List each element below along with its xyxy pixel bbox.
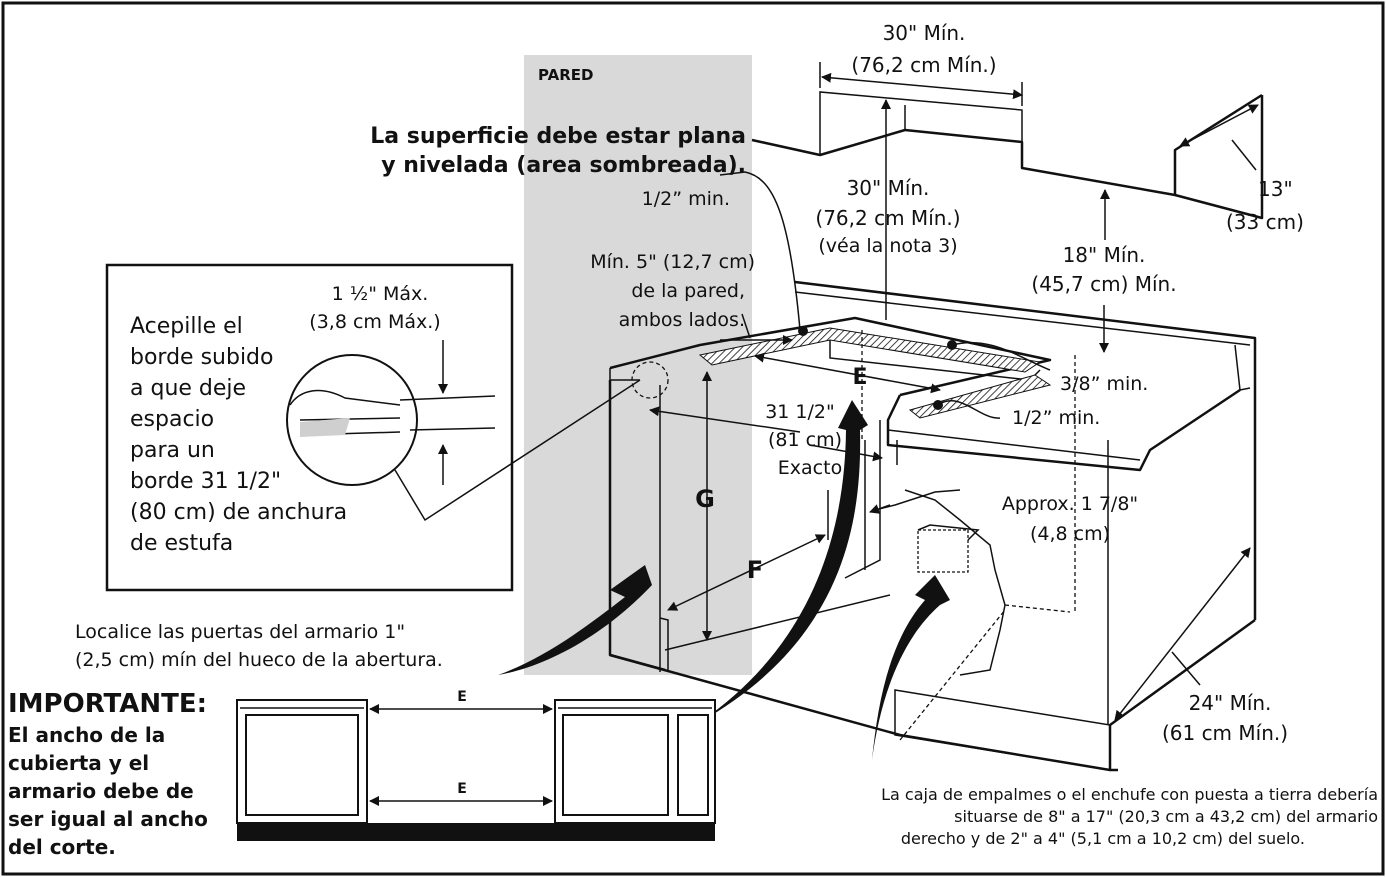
plane-line4: espacio: [130, 407, 214, 432]
depth-24-arrow: [1114, 547, 1251, 721]
surface-note-line2: y nivelada (area sombreada).: [381, 153, 746, 178]
letter-e: E: [852, 365, 867, 390]
clear-line3: (véa la nota 3): [818, 235, 957, 257]
top-width-arrow: [821, 72, 1023, 100]
junction-line3: derecho y de 2" a 4" (5,1 cm a 10,2 cm) …: [901, 829, 1305, 848]
surface-leader: [719, 171, 801, 331]
important-line2: cubierta y el: [8, 751, 149, 775]
letter-f: F: [747, 556, 763, 584]
above-line1: 18" Mín.: [1063, 243, 1146, 267]
exact-line2: (81 cm): [768, 429, 842, 451]
important-line5: del corte.: [8, 835, 116, 859]
dim-e-arrow: [754, 352, 941, 394]
plane-line8: de estufa: [130, 531, 233, 556]
plane-line2: borde subido: [130, 345, 273, 370]
clear-line2: (76,2 cm Mín.): [815, 206, 960, 230]
wall-side-line3: ambos lados.: [619, 309, 745, 331]
half-min-right: 1/2” min.: [1012, 407, 1100, 429]
junction-line2: situarse de 8" a 17" (20,3 cm a 43,2 cm)…: [954, 807, 1378, 826]
approx-line1: Approx. 1 7/8": [1002, 493, 1138, 515]
depth-24-line2: (61 cm Mín.): [1162, 721, 1288, 745]
depth-13-arrow: [1179, 104, 1259, 147]
depth-24-line1: 24" Mín.: [1189, 691, 1272, 715]
important-line1: El ancho de la: [8, 723, 165, 747]
wall-side-line2: de la pared,: [631, 280, 745, 302]
plane-line1: Acepille el: [130, 314, 243, 339]
top-width-line2: (76,2 cm Mín.): [851, 53, 996, 77]
wall-label: PARED: [538, 66, 593, 84]
eighth-min: 3/8” min.: [1060, 373, 1148, 395]
approx-line2: (4,8 cm): [1030, 523, 1110, 545]
doors-line1: Localice las puertas del armario 1": [75, 621, 405, 643]
dim-f-arrow: [667, 534, 826, 611]
junction-line1: La caja de empalmes o el enchufe con pue…: [881, 785, 1378, 804]
small-e-top: E: [457, 689, 467, 705]
half-min-top: 1/2” min.: [642, 188, 730, 210]
surface-note-line1: La superficie debe estar plana: [370, 124, 746, 149]
cab-depth-line2: (33 cm): [1226, 210, 1304, 234]
letter-g: G: [695, 485, 715, 513]
wall-side-line1: Mín. 5" (12,7 cm): [590, 251, 755, 273]
cabinet-front-view: [236, 699, 716, 841]
plane-line7: (80 cm) de anchura: [130, 500, 347, 525]
important-line3: armario debe de: [8, 779, 194, 803]
upper-cabinet: [751, 91, 1264, 220]
junction-arrow: [872, 575, 950, 760]
door-arrow: [498, 565, 652, 675]
clear-line1: 30" Mín.: [847, 176, 930, 200]
plane-line3: a que deje: [130, 376, 246, 401]
important-title: IMPORTANTE:: [8, 689, 207, 719]
exact-line3: Exacto: [778, 457, 842, 479]
exact-line1: 31 1/2": [765, 401, 835, 423]
edge-detail-inset: [105, 263, 669, 592]
small-e-bottom: E: [457, 781, 467, 797]
above-line2: (45,7 cm) Mín.: [1031, 272, 1176, 296]
edge-line1: 1 ½" Máx.: [332, 283, 429, 305]
top-width-line1: 30" Mín.: [883, 21, 966, 45]
doors-line2: (2,5 cm) mín del hueco de la abertura.: [75, 649, 443, 671]
plane-line5: para un: [130, 438, 215, 463]
edge-line2: (3,8 cm Máx.): [309, 311, 440, 333]
cab-depth-line1: 13": [1258, 177, 1293, 201]
important-line4: ser igual al ancho: [8, 807, 208, 831]
plane-line6: borde 31 1/2": [130, 469, 281, 494]
e-curve-arrow: [700, 400, 868, 722]
